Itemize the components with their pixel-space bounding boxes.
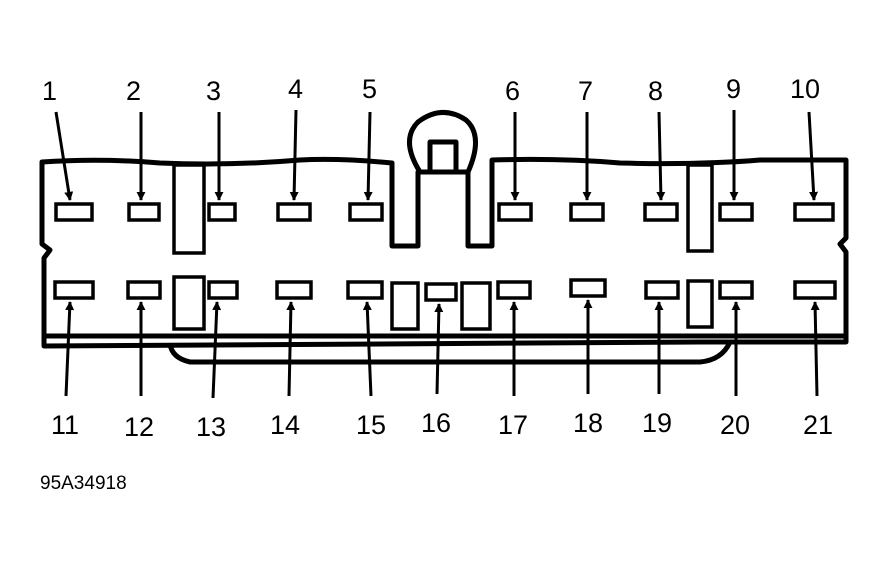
pin-19: 19 — [642, 280, 680, 438]
pin-arrow — [289, 109, 299, 201]
pin-socket — [346, 280, 384, 300]
pin-number: 12 — [124, 412, 154, 442]
pin-socket — [127, 202, 161, 222]
pin-number: 13 — [196, 412, 226, 442]
pin-6: 6 — [497, 76, 533, 222]
pin-4: 4 — [276, 74, 312, 222]
pin-10: 10 — [790, 74, 835, 222]
pin-socket — [718, 202, 754, 222]
pin-14: 14 — [270, 280, 313, 440]
key-rib-left-bottom — [172, 275, 206, 331]
pin-socket — [718, 280, 754, 300]
pin-arrow — [211, 301, 222, 399]
pin-socket — [126, 280, 162, 300]
pin-18: 18 — [569, 278, 607, 438]
pin-20: 20 — [718, 280, 754, 440]
pin-number: 6 — [505, 76, 520, 106]
pin-socket — [207, 202, 237, 222]
pin-number: 19 — [642, 408, 672, 438]
pin-number: 4 — [288, 74, 303, 104]
pin-socket — [276, 202, 312, 222]
pin-21: 21 — [793, 280, 837, 440]
pin-arrow — [363, 111, 373, 201]
pin-5: 5 — [348, 74, 384, 222]
pin-arrow — [64, 301, 75, 397]
pin-number: 17 — [498, 410, 528, 440]
pin-socket — [424, 282, 458, 302]
pin-number: 14 — [270, 410, 300, 440]
pin-socket — [207, 280, 239, 300]
pin-socket — [569, 278, 607, 298]
pin-number: 5 — [362, 74, 377, 104]
top-row-pins: 1 2 3 4 5 6 7 — [42, 74, 835, 222]
pin-16: 16 — [421, 282, 458, 438]
pin-arrow — [810, 301, 820, 397]
pin-number: 20 — [720, 410, 750, 440]
pin-socket — [793, 280, 837, 300]
pin-number: 3 — [206, 76, 221, 106]
pin-arrow — [362, 301, 373, 397]
pin-socket — [496, 280, 532, 300]
pin-arrow — [54, 111, 74, 201]
bottom-row-pins: 11 12 13 14 15 16 17 — [51, 278, 837, 442]
pin-socket — [643, 202, 679, 222]
pin-number: 21 — [803, 410, 833, 440]
pin-arrow — [656, 111, 666, 201]
pin-number: 7 — [578, 76, 593, 106]
pin-2: 2 — [126, 76, 161, 222]
pin-number: 2 — [126, 76, 141, 106]
key-rib-right-top — [686, 163, 714, 253]
pin-12: 12 — [124, 280, 162, 442]
connector-latch — [407, 110, 478, 174]
pin-9: 9 — [718, 74, 754, 222]
pin-number: 15 — [356, 410, 386, 440]
connector-lower-lip — [41, 336, 849, 349]
latch-tab — [427, 139, 459, 175]
pin-3: 3 — [206, 76, 237, 222]
pin-arrow — [434, 303, 444, 395]
pin-number: 11 — [51, 410, 79, 440]
pin-13: 13 — [196, 280, 239, 442]
key-rib-left-top — [172, 163, 206, 255]
figure-code: 95A34918 — [40, 473, 127, 494]
connector-body — [39, 110, 849, 365]
pin-17: 17 — [496, 280, 532, 440]
key-rib-right-bottom — [686, 279, 714, 329]
pin-number: 16 — [421, 408, 451, 438]
pin-number: 1 — [42, 76, 57, 106]
pin-number: 18 — [573, 408, 603, 438]
pin-number: 10 — [790, 74, 820, 104]
pin-socket — [497, 202, 533, 222]
pin-socket — [53, 280, 95, 300]
pin-arrow — [807, 111, 819, 201]
key-rib-center-left — [390, 281, 420, 331]
pin-socket — [54, 202, 94, 222]
pin-socket — [275, 280, 313, 300]
pin-number: 8 — [648, 76, 663, 106]
pin-8: 8 — [643, 76, 679, 222]
key-rib-center-right — [460, 281, 492, 331]
connector-skirt — [167, 340, 733, 365]
pin-7: 7 — [569, 76, 605, 222]
pin-1: 1 — [42, 76, 94, 222]
pin-socket — [793, 202, 835, 222]
pin-15: 15 — [346, 280, 386, 440]
pin-arrow — [286, 301, 296, 397]
pin-number: 9 — [726, 74, 741, 104]
connector-housing — [39, 156, 849, 339]
pin-socket — [644, 280, 680, 300]
pin-socket — [348, 202, 384, 222]
pin-socket — [569, 202, 605, 222]
pin-11: 11 — [51, 280, 95, 440]
